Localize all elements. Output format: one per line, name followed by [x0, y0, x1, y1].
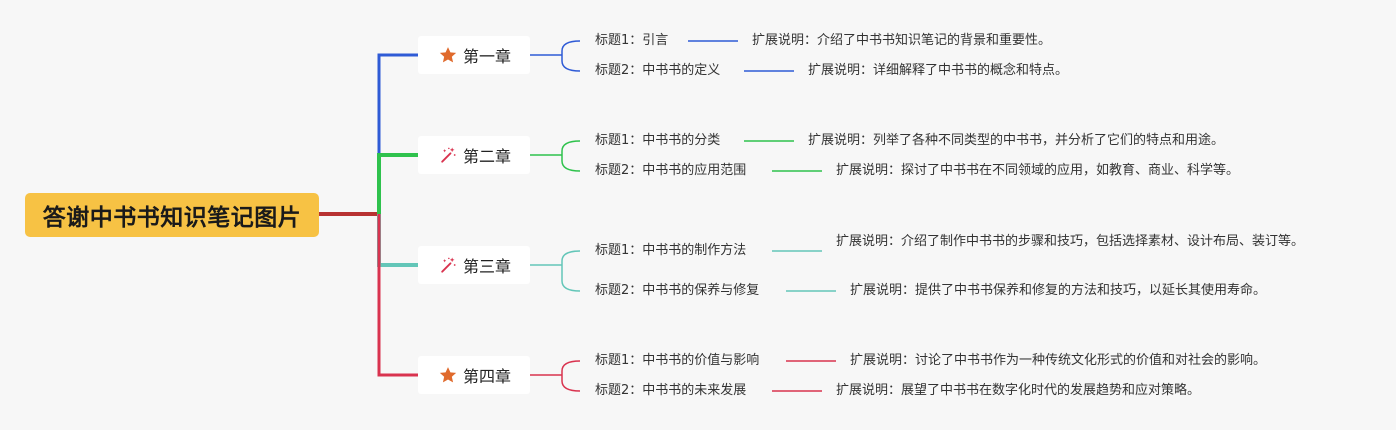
- chapter-node-2[interactable]: 第二章: [418, 136, 530, 174]
- topic-node[interactable]: 标题1：中书书的价值与影响: [595, 353, 760, 368]
- topic-node[interactable]: 标题1：中书书的分类: [595, 133, 721, 148]
- topic-node[interactable]: 标题2：中书书的定义: [595, 63, 721, 78]
- chapter-label: 第二章: [462, 147, 511, 166]
- topic-description: 扩展说明：讨论了中书书作为一种传统文化形式的价值和对社会的影响。: [850, 353, 1267, 368]
- star-icon: [437, 364, 459, 386]
- topic-node[interactable]: 标题1：中书书的制作方法: [595, 243, 747, 258]
- magic-wand-icon: [437, 144, 459, 166]
- chapter-label: 第四章: [462, 367, 511, 386]
- topic-node[interactable]: 标题2：中书书的保养与修复: [595, 283, 760, 298]
- topic-description: 扩展说明：介绍了制作中书书的步骤和技巧，包括选择素材、设计布局、装订等。: [836, 234, 1305, 249]
- topic-connector: [561, 140, 581, 172]
- chapter-connector: [377, 214, 418, 377]
- root-node[interactable]: 答谢中书书知识笔记图片: [25, 193, 319, 237]
- chapter-node-3[interactable]: 第三章: [418, 246, 530, 284]
- chapter-connector: [377, 53, 418, 214]
- topic-node[interactable]: 标题1：引言: [595, 33, 669, 48]
- topic-description: 扩展说明：提供了中书书保养和修复的方法和技巧，以延长其使用寿命。: [850, 283, 1267, 298]
- star-icon: [437, 44, 459, 66]
- topic-connector: [561, 360, 581, 392]
- chapter-connector: [377, 214, 418, 267]
- chapter-label: 第一章: [462, 47, 511, 66]
- chapter-label: 第三章: [462, 257, 511, 276]
- topic-description: 扩展说明：探讨了中书书在不同领域的应用，如教育、商业、科学等。: [836, 163, 1240, 178]
- magic-wand-icon: [437, 254, 459, 276]
- topic-connector: [561, 250, 581, 292]
- chapter-node-4[interactable]: 第四章: [418, 356, 530, 394]
- topic-description: 扩展说明：列举了各种不同类型的中书书，并分析了它们的特点和用途。: [808, 133, 1225, 148]
- topic-description: 扩展说明：介绍了中书书知识笔记的背景和重要性。: [752, 33, 1052, 48]
- topic-node[interactable]: 标题2：中书书的未来发展: [595, 383, 747, 398]
- chapter-connector: [377, 153, 418, 214]
- topic-connector: [561, 40, 581, 72]
- chapter-node-1[interactable]: 第一章: [418, 36, 530, 74]
- topic-node[interactable]: 标题2：中书书的应用范围: [595, 163, 747, 178]
- topic-description: 扩展说明：详细解释了中书书的概念和特点。: [808, 63, 1069, 78]
- topic-description: 扩展说明：展望了中书书在数字化时代的发展趋势和应对策略。: [836, 383, 1201, 398]
- root-title: 答谢中书书知识笔记图片: [42, 205, 302, 231]
